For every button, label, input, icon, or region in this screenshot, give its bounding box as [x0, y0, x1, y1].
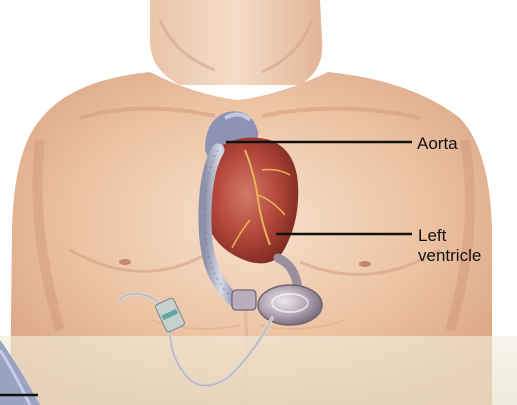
lvad-pump — [258, 285, 322, 325]
left-ventricle-label: Left ventricle — [418, 226, 481, 266]
nipple-right — [359, 261, 371, 267]
lower-band — [0, 336, 517, 405]
aorta-label: Aorta — [417, 134, 458, 154]
nipple-left — [119, 259, 131, 265]
lvad-pump-connector — [232, 290, 256, 310]
